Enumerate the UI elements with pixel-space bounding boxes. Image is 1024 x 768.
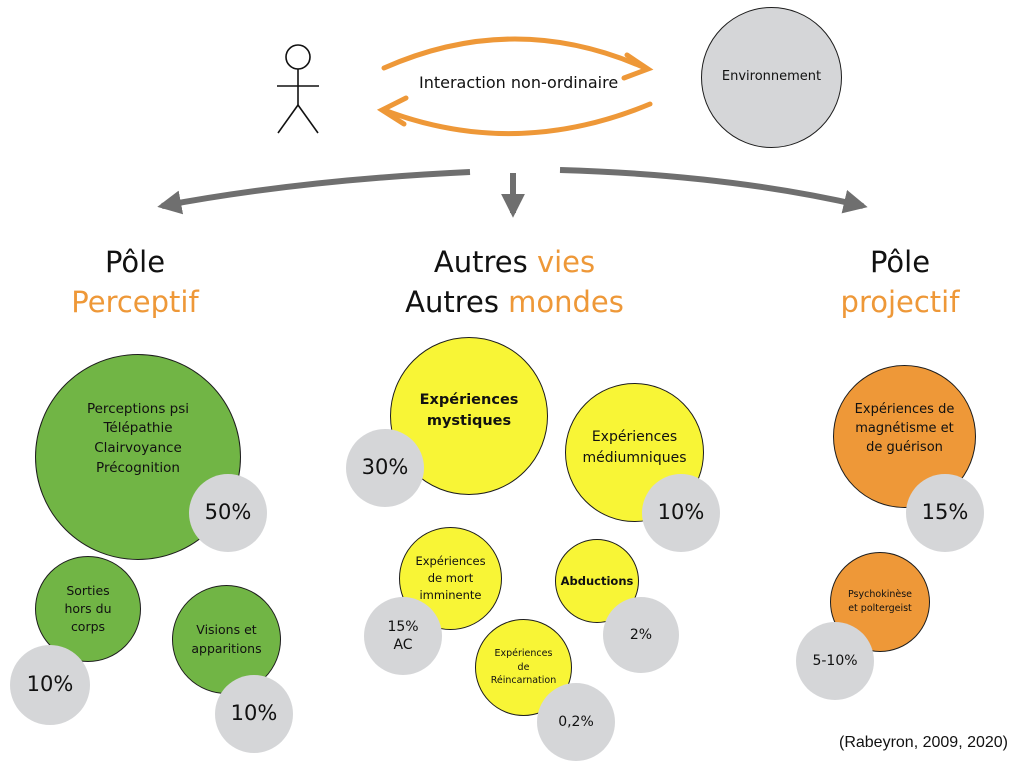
perceptions-label: Perceptions psi Télépathie Clairvoyance … <box>86 400 190 476</box>
mort-percent: 15% AC <box>387 618 419 653</box>
arrows-layer <box>157 36 868 218</box>
bubble-sorties: Sorties hors du corps <box>35 556 141 662</box>
magnetisme-label: Expériences de magnétisme et de guérison <box>854 402 955 455</box>
sorties-label: Sorties hors du corps <box>64 582 112 635</box>
reincarnation-percent: 0,2% <box>558 713 594 730</box>
pole-perceptif-line1: Pôle <box>104 245 166 279</box>
pole-perceptif-title: Pôle Perceptif <box>60 242 210 322</box>
percent-visions: 10% <box>215 675 293 753</box>
psychokinese-label: Psychokinèse et poltergeist <box>848 589 912 614</box>
visions-percent: 10% <box>230 701 278 726</box>
pole-projectif-line2: projectif <box>840 285 960 319</box>
person-icon <box>277 44 319 134</box>
sorties-percent: 10% <box>26 672 74 697</box>
environment-label: Environnement <box>721 69 822 85</box>
pole-perceptif-line2: Perceptif <box>71 285 199 319</box>
percent-psychokinese: 5-10% <box>796 622 874 700</box>
percent-mort: 15% AC <box>364 597 442 675</box>
abductions-label: Abductions <box>560 573 634 588</box>
visions-label: Visions et apparitions <box>191 622 262 656</box>
percent-mystiques: 30% <box>346 429 424 507</box>
percent-magnetisme: 15% <box>906 474 984 552</box>
percent-perceptions: 50% <box>189 474 267 552</box>
percent-abductions: 2% <box>603 597 679 673</box>
percent-reincarnation: 0,2% <box>537 683 615 761</box>
autres-mondes-accent: mondes <box>508 285 624 319</box>
autres-vies-prefix: Autres <box>433 245 537 279</box>
perceptions-percent: 50% <box>204 500 252 525</box>
autres-mondes-prefix: Autres <box>405 285 509 319</box>
mort-label: Expériences de mort imminente <box>415 554 486 602</box>
pole-projectif-title: Pôle projectif <box>820 242 980 322</box>
interaction-arrows <box>376 36 654 137</box>
interaction-label: Interaction non-ordinaire <box>419 73 619 92</box>
psychokinese-percent: 5-10% <box>812 652 858 669</box>
pole-projectif-line1: Pôle <box>869 245 931 279</box>
citation: (Rabeyron, 2009, 2020) <box>839 734 1008 751</box>
mediumniques-percent: 10% <box>657 500 705 525</box>
mediumniques-label: Expériences médiumniques <box>582 429 687 466</box>
environment-circle: Environnement <box>701 7 842 148</box>
percent-sorties: 10% <box>10 645 90 725</box>
magnetisme-percent: 15% <box>921 500 969 525</box>
reincarnation-label: Expériences de Réincarnation <box>490 647 557 687</box>
arrow-to-projectif <box>559 167 868 214</box>
abductions-percent: 2% <box>629 626 653 643</box>
pole-autres-title: Autres vies Autres mondes <box>392 242 637 322</box>
mystiques-percent: 30% <box>361 455 409 480</box>
autres-vies-accent: vies <box>536 245 596 279</box>
mystiques-label: Expériences mystiques <box>419 391 519 429</box>
arrow-to-perceptif <box>157 169 471 215</box>
percent-mediumniques: 10% <box>642 474 720 552</box>
